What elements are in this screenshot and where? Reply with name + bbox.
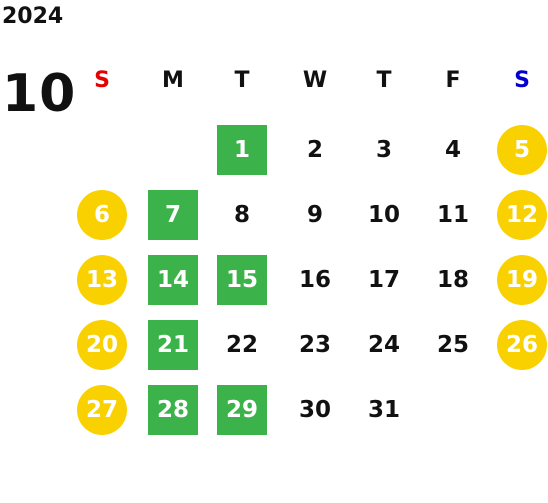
weekday-label-sat: S — [514, 68, 530, 93]
weekday-label-sun: S — [94, 68, 110, 93]
day-cell-17[interactable]: 17 — [367, 267, 400, 293]
day-cell-6[interactable]: 6 — [77, 190, 127, 240]
calendar-month: 10 — [2, 64, 77, 124]
day-cell-7[interactable]: 7 — [148, 190, 198, 240]
day-cell-26[interactable]: 26 — [497, 320, 547, 370]
day-cell-27[interactable]: 27 — [77, 385, 127, 435]
day-cell-23[interactable]: 23 — [298, 332, 331, 358]
day-cell-11[interactable]: 11 — [436, 202, 469, 228]
day-cell-19[interactable]: 19 — [497, 255, 547, 305]
calendar-year: 2024 — [2, 4, 64, 29]
day-cell-21[interactable]: 21 — [148, 320, 198, 370]
weekday-label-fri: F — [445, 68, 461, 93]
day-cell-5[interactable]: 5 — [497, 125, 547, 175]
day-cell-2[interactable]: 2 — [306, 137, 323, 163]
day-cell-31[interactable]: 31 — [367, 397, 400, 423]
day-cell-15[interactable]: 15 — [217, 255, 267, 305]
day-cell-10[interactable]: 10 — [367, 202, 400, 228]
weekday-label-tue: T — [234, 68, 250, 93]
day-cell-12[interactable]: 12 — [497, 190, 547, 240]
day-cell-24[interactable]: 24 — [367, 332, 400, 358]
day-cell-20[interactable]: 20 — [77, 320, 127, 370]
day-cell-13[interactable]: 13 — [77, 255, 127, 305]
day-cell-4[interactable]: 4 — [444, 137, 461, 163]
day-cell-22[interactable]: 22 — [225, 332, 258, 358]
weekday-label-mon: M — [162, 68, 184, 93]
weekday-label-thu: T — [376, 68, 392, 93]
day-cell-16[interactable]: 16 — [298, 267, 331, 293]
day-cell-18[interactable]: 18 — [436, 267, 469, 293]
day-cell-30[interactable]: 30 — [298, 397, 331, 423]
day-cell-29[interactable]: 29 — [217, 385, 267, 435]
day-cell-8[interactable]: 8 — [233, 202, 250, 228]
day-cell-14[interactable]: 14 — [148, 255, 198, 305]
weekday-label-wed: W — [302, 68, 328, 93]
day-cell-25[interactable]: 25 — [436, 332, 469, 358]
day-cell-9[interactable]: 9 — [306, 202, 323, 228]
day-cell-1[interactable]: 1 — [217, 125, 267, 175]
day-cell-3[interactable]: 3 — [375, 137, 392, 163]
day-cell-28[interactable]: 28 — [148, 385, 198, 435]
